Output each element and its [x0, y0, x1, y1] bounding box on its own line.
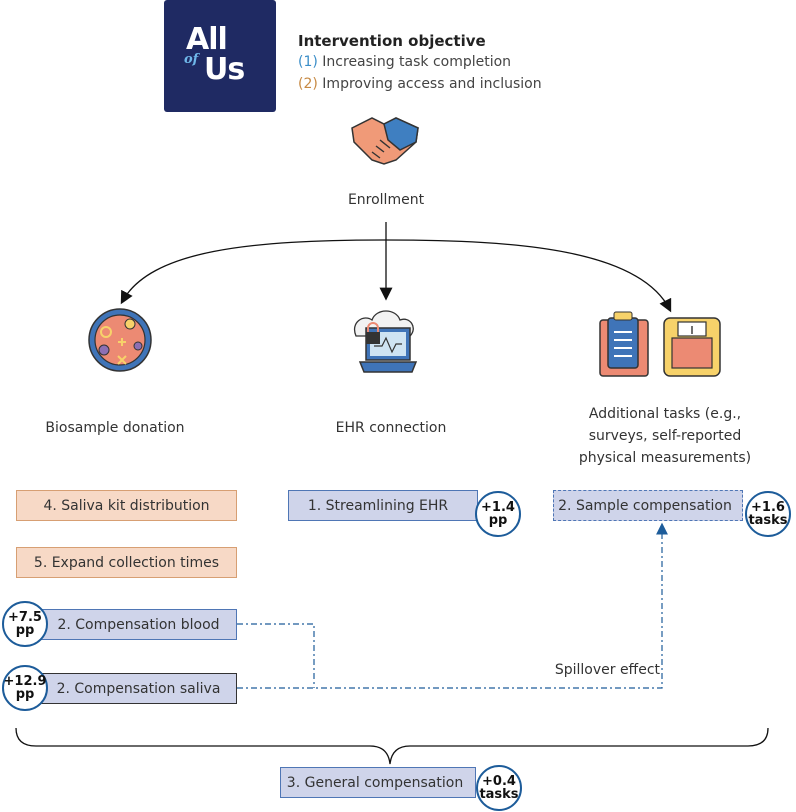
saliva-kit-box: 4. Saliva kit distribution	[16, 490, 237, 521]
sample-effect-badge: +1.6 tasks	[745, 491, 791, 537]
comp-blood-box: 2. Compensation blood	[16, 609, 237, 640]
biosample-label: Biosample donation	[45, 420, 185, 436]
expand-times-box: 5. Expand collection times	[16, 547, 237, 578]
saliva-effect-badge: +12.9 pp	[2, 665, 48, 711]
petri-dish-icon	[88, 308, 152, 372]
blood-effect-badge: +7.5 pp	[2, 601, 48, 647]
bottom-brace	[15, 727, 769, 765]
ehr-effect-badge: +1.4 pp	[475, 491, 521, 537]
scale-icon	[663, 317, 721, 377]
enrollment-label: Enrollment	[347, 192, 425, 208]
arrow-to-biosample	[120, 239, 387, 305]
laptop-cloud-lock-icon	[353, 310, 418, 373]
handshake-icon	[351, 117, 419, 165]
spillover-line-saliva	[237, 522, 668, 689]
spillover-label: Spillover effect	[554, 662, 660, 678]
additional-label-2: surveys, self-reported	[588, 428, 742, 444]
general-comp-box: 3. General compensation	[280, 767, 476, 798]
streamlining-box: 1. Streamlining EHR	[288, 490, 478, 521]
comp-saliva-box: 2. Compensation saliva	[16, 673, 237, 704]
objective-item-1: (1) Increasing task completion	[298, 54, 512, 70]
additional-label-3: physical measurements)	[578, 450, 752, 466]
all-of-us-logo: All of Us	[164, 0, 276, 112]
spillover-line-blood	[237, 623, 315, 688]
general-effect-badge: +0.4 tasks	[476, 765, 522, 811]
arrow-to-additional	[385, 239, 672, 313]
ehr-label: EHR connection	[335, 420, 447, 436]
objective-item-2: (2) Improving access and inclusion	[298, 76, 542, 92]
additional-label-1: Additional tasks (e.g.,	[588, 406, 742, 422]
objective-title: Intervention objective	[298, 32, 486, 50]
sample-comp-box: 2. Sample compensation	[553, 490, 743, 521]
clipboard-icon	[599, 311, 649, 377]
